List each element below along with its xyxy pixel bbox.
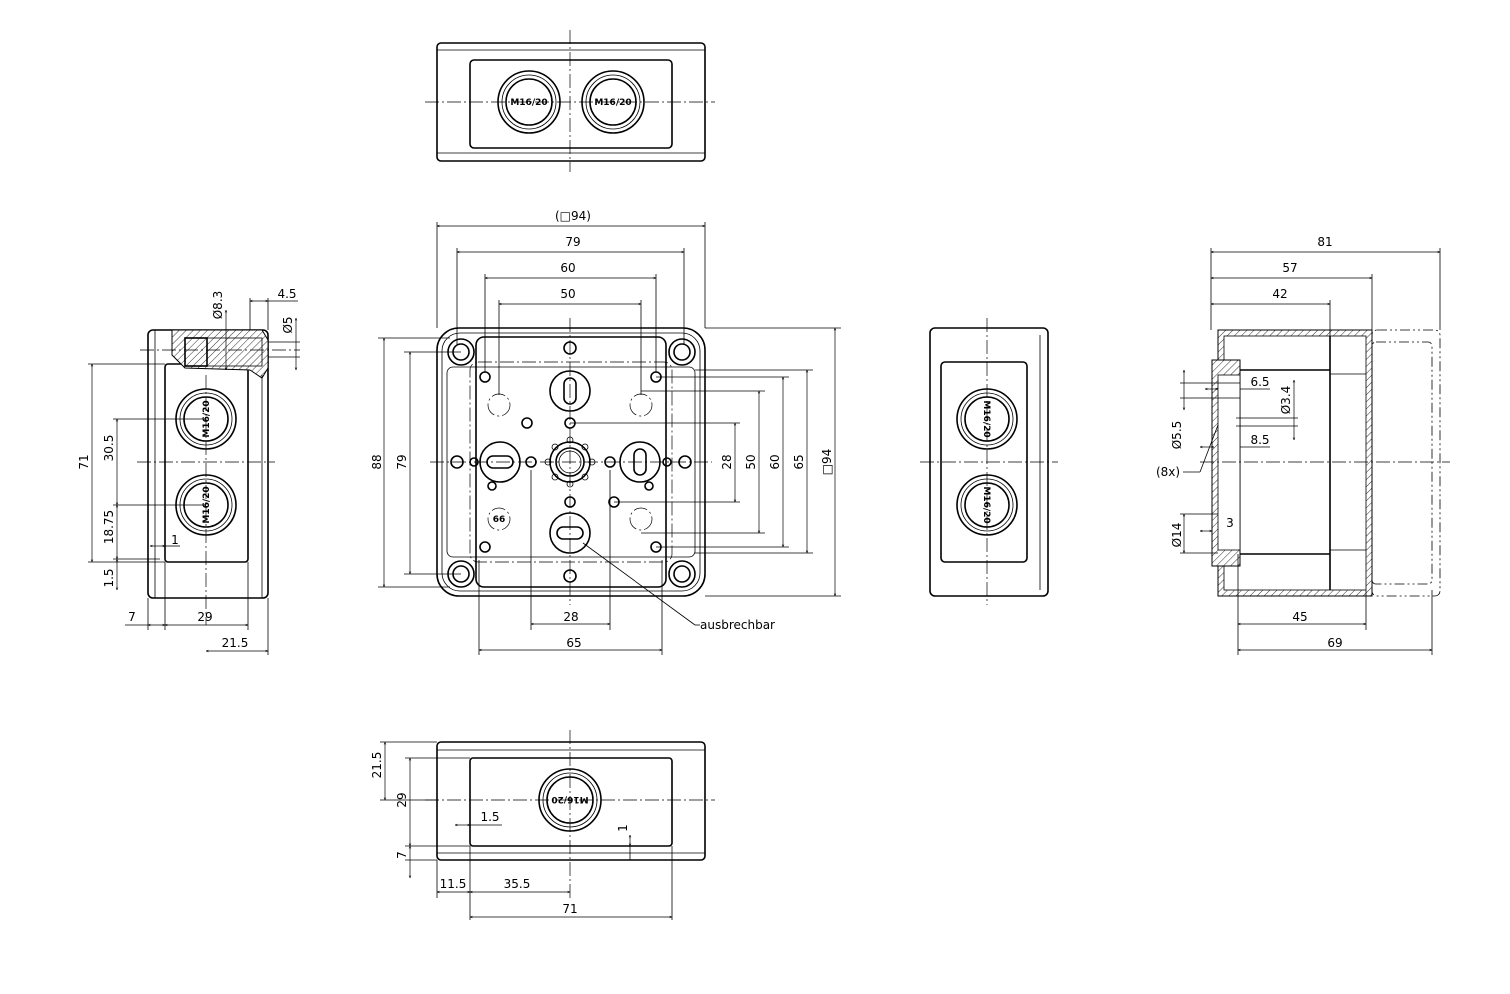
cable-gland: M16/20 bbox=[956, 388, 1018, 450]
dim-1: 1 bbox=[171, 533, 179, 547]
bottom-view: M16/20 21.5 29 7 1.5 1 11.5 35.5 71 bbox=[370, 730, 715, 920]
cable-gland: M16/20 bbox=[497, 70, 561, 134]
dim-dia-5-5: Ø5.5 bbox=[1170, 421, 1184, 450]
dim-42: 42 bbox=[1272, 287, 1287, 301]
dim-v-94: □94 bbox=[820, 449, 834, 476]
dim-8-5: 8.5 bbox=[1250, 433, 1269, 447]
dim-50: 50 bbox=[560, 287, 575, 301]
dim-29: 29 bbox=[197, 610, 212, 624]
dim-7: 7 bbox=[395, 851, 409, 859]
dim-overall: (□94) bbox=[555, 209, 591, 223]
dim-v-79: 79 bbox=[395, 454, 409, 469]
corner-screws bbox=[447, 338, 696, 588]
dim-3: 3 bbox=[1226, 516, 1234, 530]
gland-label: M16/20 bbox=[510, 98, 547, 108]
dim-45: 45 bbox=[1292, 610, 1307, 624]
dim-1-5: 1.5 bbox=[480, 810, 499, 824]
knockout-callout: ausbrechbar bbox=[700, 618, 775, 632]
dim-v-28: 28 bbox=[720, 454, 734, 469]
dim-dia-3-4: Ø3.4 bbox=[1279, 386, 1293, 415]
dim-v-60: 60 bbox=[768, 454, 782, 469]
dim-v-50: 50 bbox=[744, 454, 758, 469]
cable-gland: M16/20 bbox=[581, 70, 645, 134]
dim-6-5: 6.5 bbox=[1250, 375, 1269, 389]
dim-4-5: 4.5 bbox=[277, 287, 296, 301]
dim-1-5: 1.5 bbox=[102, 568, 116, 587]
dim-dia-14: Ø14 bbox=[1170, 523, 1184, 548]
dim-21-5: 21.5 bbox=[222, 636, 249, 650]
dim-11-5: 11.5 bbox=[440, 877, 467, 891]
dim-71: 71 bbox=[77, 454, 91, 469]
dim-29: 29 bbox=[395, 792, 409, 807]
left-view: M16/20 M16/20 Ø8.3 4.5 Ø5 71 30.5 18.75 … bbox=[77, 287, 300, 655]
cable-gland: M16/20 bbox=[538, 768, 602, 832]
dim-7: 7 bbox=[128, 610, 136, 624]
dim-v-65: 65 bbox=[792, 454, 806, 469]
dim-30-5: 30.5 bbox=[102, 435, 116, 462]
dim-79: 79 bbox=[565, 235, 580, 249]
section-view: 81 57 42 6.5 Ø3.4 Ø5.5 8.5 (8x) Ø14 3 45… bbox=[1156, 235, 1450, 655]
dim-88: 88 bbox=[370, 454, 384, 469]
gland-label: M16/20 bbox=[981, 486, 991, 523]
dim-1: 1 bbox=[616, 824, 630, 832]
mark-label: 66 bbox=[493, 515, 506, 525]
dim-60: 60 bbox=[560, 261, 575, 275]
dim-35-5: 35.5 bbox=[504, 877, 531, 891]
gland-label: M16/20 bbox=[551, 794, 588, 804]
dim-71: 71 bbox=[562, 902, 577, 916]
front-view: 66 ausbrechbar (□94) 79 60 50 28 65 88 7… bbox=[370, 209, 841, 655]
gland-label: M16/20 bbox=[981, 400, 991, 437]
top-view: M16/20 M16/20 bbox=[425, 30, 715, 172]
dim-bottom-65: 65 bbox=[566, 636, 581, 650]
dim-69: 69 bbox=[1327, 636, 1342, 650]
gland-label: M16/20 bbox=[594, 98, 631, 108]
dim-bottom-28: 28 bbox=[563, 610, 578, 624]
dim-dia-8-3: Ø8.3 bbox=[211, 291, 225, 320]
dim-57: 57 bbox=[1282, 261, 1297, 275]
right-view: M16/20 M16/20 bbox=[920, 318, 1058, 605]
dim-18-75: 18.75 bbox=[102, 510, 116, 544]
dim-dia-5: Ø5 bbox=[281, 316, 295, 333]
dim-21-5: 21.5 bbox=[370, 752, 384, 779]
gland-label: M16/20 bbox=[202, 486, 212, 523]
count-label: (8x) bbox=[1156, 465, 1180, 479]
gland-label: M16/20 bbox=[202, 400, 212, 437]
dim-81: 81 bbox=[1317, 235, 1332, 249]
cable-gland: M16/20 bbox=[956, 474, 1018, 536]
